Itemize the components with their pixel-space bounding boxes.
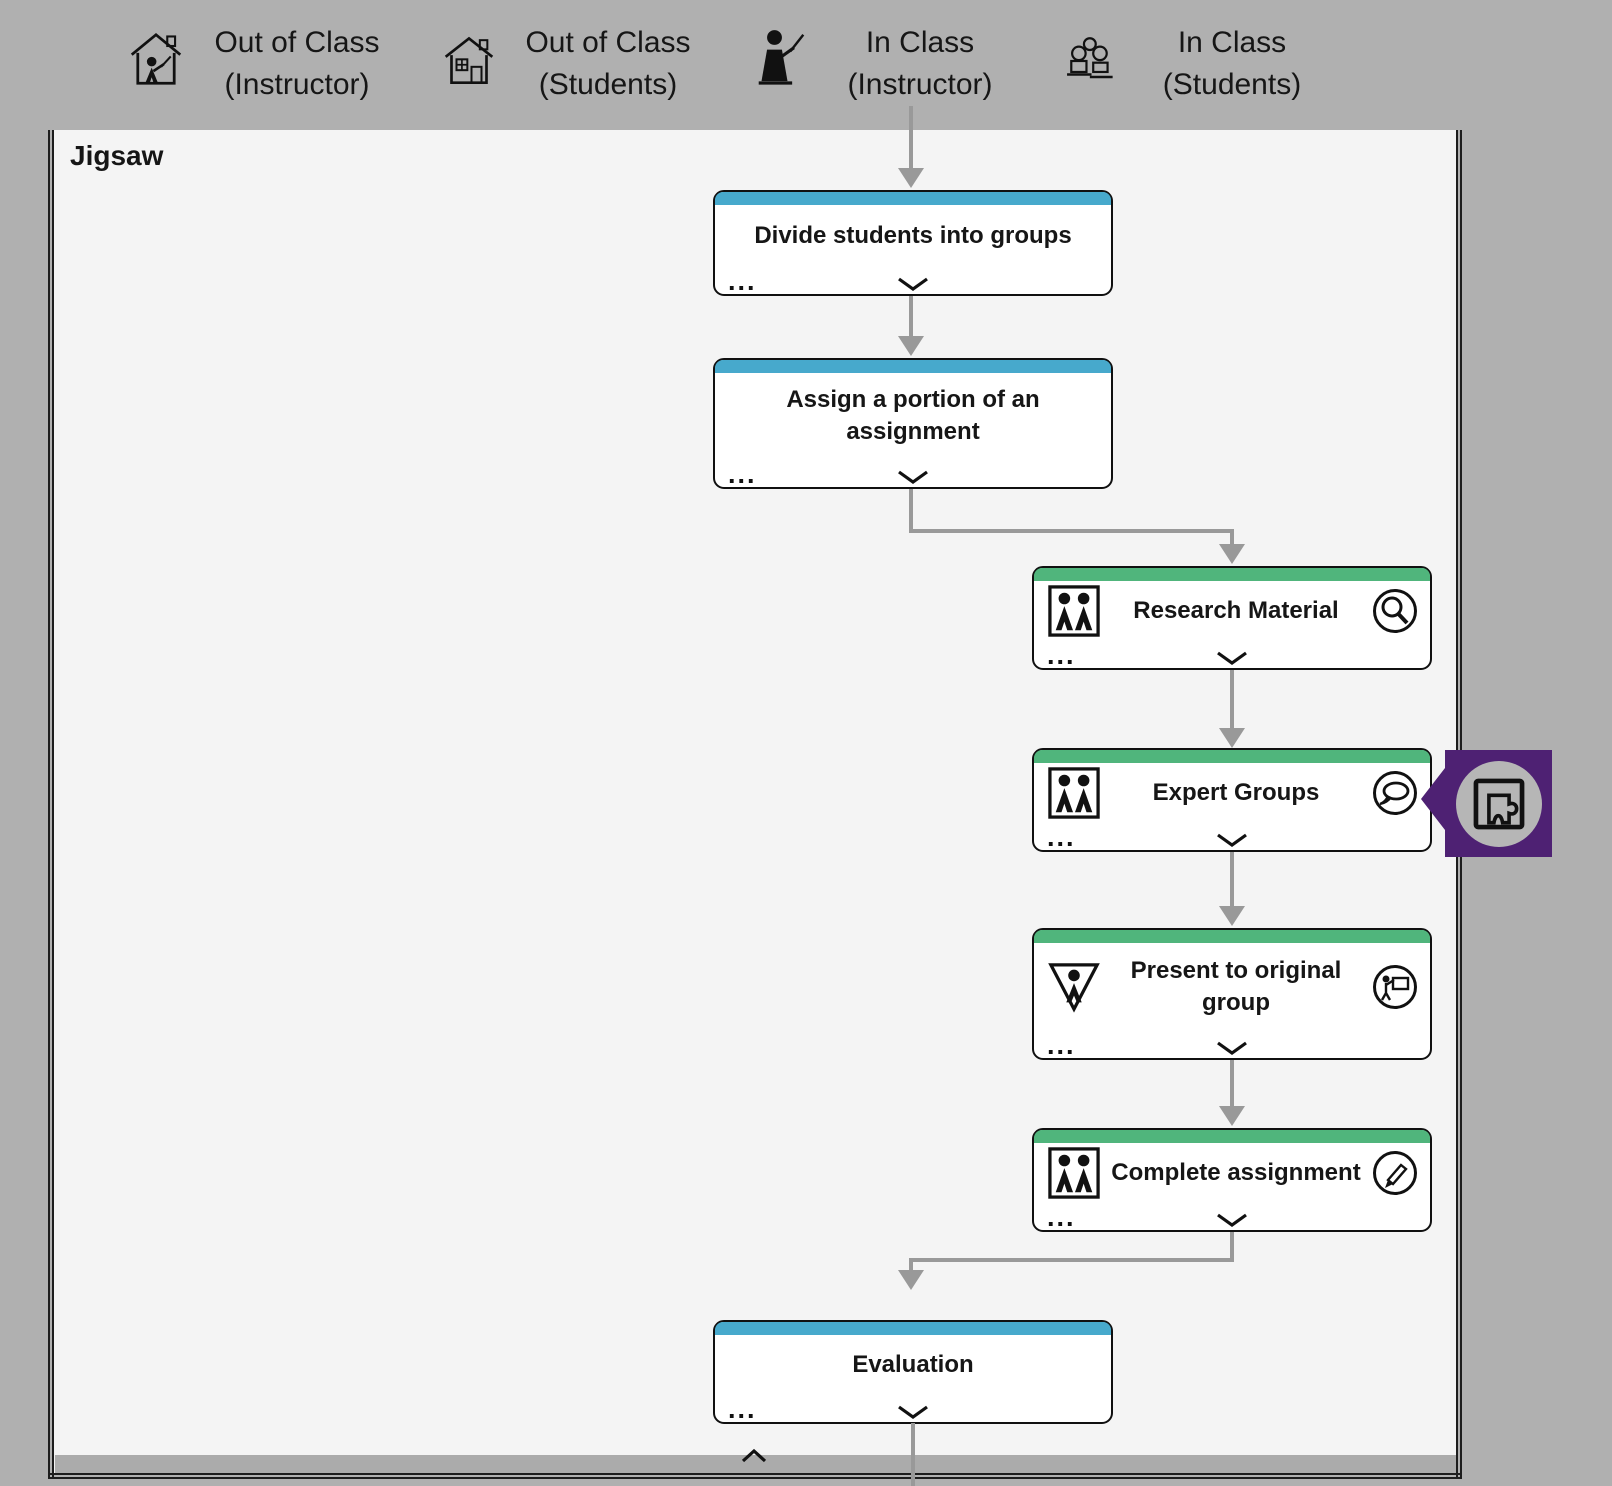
chat-icon — [1372, 770, 1418, 816]
students-group-icon — [1062, 36, 1116, 86]
group-icon — [1048, 584, 1100, 637]
ellipsis-indicator: ... — [728, 266, 757, 296]
lane-label-line1: Out of Class — [525, 26, 691, 59]
canvas-border-left — [48, 130, 50, 1479]
connector-exit — [911, 1423, 915, 1486]
activity-assign-portion-of-assignment[interactable]: Assign a portion of an assignment ... — [713, 358, 1113, 489]
connector-1-2-arrowhead — [898, 336, 924, 356]
design-title: Jigsaw — [70, 140, 164, 171]
connector-4-5 — [1230, 852, 1234, 908]
activity-header-bar — [715, 360, 1111, 373]
home-students-icon — [444, 32, 494, 90]
individual-icon — [1048, 961, 1100, 1013]
ellipsis-indicator: ... — [1047, 822, 1076, 852]
chevron-down-icon[interactable] — [896, 277, 930, 291]
lane-label-line1: In Class — [1177, 26, 1287, 59]
chevron-down-icon[interactable] — [896, 1405, 930, 1419]
lane-header-in-class-students: In Class (Students) — [1112, 22, 1352, 106]
activity-header-bar — [715, 1322, 1111, 1335]
lane-label-line2: (Students) — [538, 68, 678, 101]
activity-research-material[interactable]: Research Material ... — [1032, 566, 1432, 670]
canvas-border-bottom-inner — [48, 1473, 1462, 1475]
lane-header-in-class-instructor: In Class (Instructor) — [800, 22, 1040, 106]
canvas-scrollbar[interactable] — [55, 1455, 1456, 1473]
connector-2-3-vertical — [909, 489, 913, 533]
connector-6-7-arrowhead — [898, 1270, 924, 1290]
activity-header-bar — [1034, 1130, 1430, 1143]
marker-pointer — [1421, 768, 1445, 830]
canvas-border-bottom — [48, 1477, 1462, 1479]
connector-5-6-arrowhead — [1219, 1106, 1245, 1126]
activity-complete-assignment[interactable]: Complete assignment ... — [1032, 1128, 1432, 1232]
ellipsis-indicator: ... — [728, 459, 757, 489]
ellipsis-indicator: ... — [728, 1394, 757, 1424]
activity-title: Expert Groups — [1152, 778, 1320, 806]
activity-present-to-original-group[interactable]: Present to original group ... — [1032, 928, 1432, 1060]
connector-6-7-drop — [909, 1258, 913, 1272]
instructor-icon — [755, 26, 807, 88]
connector-2-3-arrowhead — [1219, 544, 1245, 564]
connector-2-3-horizontal — [909, 529, 1234, 533]
activity-header-bar — [715, 192, 1111, 205]
chevron-down-icon[interactable] — [1215, 1213, 1249, 1227]
connector-start-arrowhead — [898, 168, 924, 188]
activity-title: Research Material — [1133, 596, 1339, 624]
activity-title: Complete assignment — [1111, 1158, 1361, 1186]
activity-title: Assign a portion of an assignment — [786, 386, 1040, 445]
home-instructor-icon — [130, 28, 182, 90]
connector-1-2 — [909, 295, 913, 338]
lane-label-line1: Out of Class — [214, 26, 380, 59]
activity-evaluation[interactable]: Evaluation ... — [713, 1320, 1113, 1424]
lane-header-out-of-class-instructor: Out of Class (Instructor) — [177, 22, 417, 106]
activity-title: Evaluation — [852, 1350, 974, 1378]
scroll-up-icon[interactable] — [740, 1448, 768, 1464]
search-icon — [1372, 588, 1418, 634]
connector-3-4 — [1230, 670, 1234, 730]
activity-header-bar — [1034, 930, 1430, 943]
lane-label-line2: (Students) — [1162, 68, 1302, 101]
chevron-down-icon[interactable] — [896, 470, 930, 484]
connector-5-6 — [1230, 1060, 1234, 1108]
connector-4-5-arrowhead — [1219, 906, 1245, 926]
ellipsis-indicator: ... — [1047, 1202, 1076, 1232]
lane-header-out-of-class-students: Out of Class (Students) — [488, 22, 728, 106]
presentation-icon — [1372, 964, 1418, 1010]
activity-header-bar — [1034, 568, 1430, 581]
lane-label-line1: In Class — [865, 26, 975, 59]
puzzle-icon — [1455, 760, 1542, 847]
canvas-border-left-inner — [52, 130, 54, 1479]
lane-label-line2: (Instructor) — [847, 68, 993, 101]
activity-divide-students-into-groups[interactable]: Divide students into groups ... — [713, 190, 1113, 296]
chevron-down-icon[interactable] — [1215, 651, 1249, 665]
connector-2-3-drop — [1230, 529, 1234, 546]
activity-title: Divide students into groups — [754, 221, 1072, 249]
pencil-icon — [1372, 1150, 1418, 1196]
pattern-marker[interactable] — [1421, 750, 1552, 857]
activity-title: Present to original group — [1130, 956, 1342, 1016]
ellipsis-indicator: ... — [1047, 640, 1076, 670]
group-icon — [1048, 1146, 1100, 1199]
activity-header-bar — [1034, 750, 1430, 763]
activity-expert-groups[interactable]: Expert Groups ... — [1032, 748, 1432, 852]
connector-6-7-horizontal — [909, 1258, 1234, 1262]
lane-label-line2: (Instructor) — [224, 68, 370, 101]
connector-3-4-arrowhead — [1219, 728, 1245, 748]
connector-6-7-vertical — [1230, 1232, 1234, 1262]
ellipsis-indicator: ... — [1047, 1030, 1076, 1060]
chevron-down-icon[interactable] — [1215, 833, 1249, 847]
connector-start — [909, 106, 913, 168]
group-icon — [1048, 766, 1100, 819]
chevron-down-icon[interactable] — [1215, 1041, 1249, 1055]
